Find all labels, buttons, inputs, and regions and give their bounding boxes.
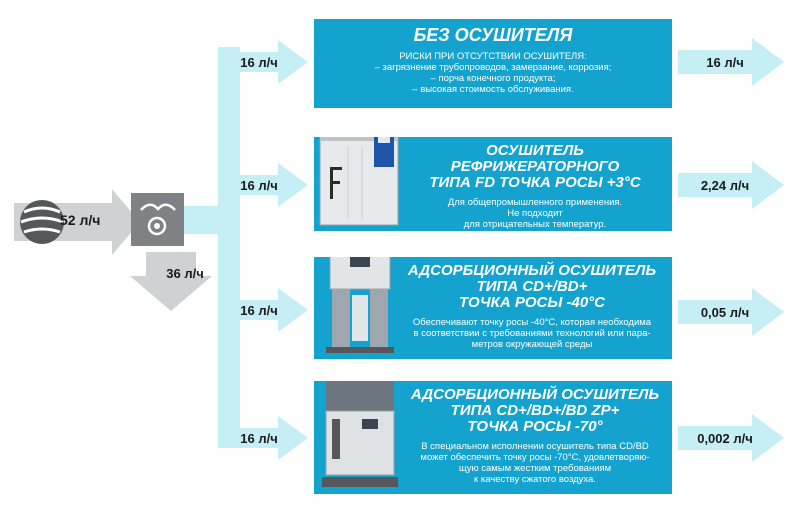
drain-flow-label: 36 л/ч bbox=[166, 266, 204, 281]
option-desc-line: – порча конечного продукта; bbox=[430, 73, 556, 84]
adsorption-dryer-zp-image bbox=[322, 381, 398, 487]
distribution-bus bbox=[218, 47, 240, 448]
result-flow-label-3: 0,05 л/ч bbox=[700, 305, 750, 320]
adsorption-dryer-image bbox=[326, 257, 394, 353]
result-flow-label-1: 16 л/ч bbox=[706, 55, 744, 70]
branch-arrow-4 bbox=[218, 416, 308, 460]
option-title-line: ТОЧКА РОСЫ -40°C bbox=[458, 294, 606, 311]
branch-arrow-2 bbox=[218, 163, 308, 207]
output-arrow-2 bbox=[678, 161, 784, 209]
option-desc-line: – загрязнение трубопроводов, замерзание,… bbox=[374, 62, 612, 73]
output-arrow-4 bbox=[678, 414, 784, 462]
branch-flow-label-4: 16 л/ч bbox=[240, 431, 278, 446]
option-desc-line: РИСКИ ПРИ ОТСУТСТВИИ ОСУШИТЕЛЯ: bbox=[399, 51, 587, 62]
option-title-line: ТИПА FD ТОЧКА РОСЫ +3°C bbox=[429, 174, 641, 191]
option-desc-line: Не подходит bbox=[507, 208, 563, 219]
branch-arrow-1 bbox=[218, 40, 308, 84]
option-desc-line: В специальном исполнении осушитель типа … bbox=[421, 441, 649, 452]
option-desc-line: для отрицательных температур. bbox=[463, 219, 607, 230]
branch-flow-label-3: 16 л/ч bbox=[240, 303, 278, 318]
compressor-fan-icon bbox=[20, 200, 64, 244]
result-flow-label-2: 2,24 л/ч bbox=[700, 178, 750, 193]
option-desc-line: Обеспечивают точку росы -40°C, которая н… bbox=[412, 317, 652, 328]
option-desc-line: Для общепромышленного применения. bbox=[447, 197, 623, 208]
option-title-line: БЕЗ ОСУШИТЕЛЯ bbox=[413, 25, 573, 45]
option-desc-line: в соответствии с требованиями технологий… bbox=[413, 328, 651, 339]
input-flow-label: 52 л/ч bbox=[60, 212, 101, 228]
separator-icon bbox=[131, 193, 184, 246]
branch-arrow-3 bbox=[218, 288, 308, 332]
output-arrow-1 bbox=[678, 38, 784, 86]
option-panel-refrigerated-dryer: ОСУШИТЕЛЬ РЕФРИЖЕРАТОРНОГО ТИПА FD ТОЧКА… bbox=[314, 137, 672, 231]
option-title-line: ТИПА CD+/BD+/BD ZP+ bbox=[450, 402, 620, 419]
option-desc-line: может обеспечить точку росы -70°C, удовл… bbox=[420, 452, 650, 463]
refrigerated-dryer-image bbox=[319, 137, 399, 226]
option-panel-adsorption-dryer-40: АДСОРБЦИОННЫЙ ОСУШИТЕЛЬ ТИПА CD+/BD+ ТОЧ… bbox=[314, 257, 672, 359]
option-title-line: ТИПА CD+/BD+ bbox=[476, 278, 588, 295]
option-desc-line: метров окружающей среды bbox=[471, 339, 593, 350]
option-title-line: ОСУШИТЕЛЬ РЕФРИЖЕРАТОРНОГО bbox=[450, 142, 620, 175]
option-title-line: ТОЧКА РОСЫ -70° bbox=[467, 418, 603, 435]
option-desc-line: к качеству сжатого воздуха. bbox=[474, 474, 596, 485]
option-panel-no-dryer: БЕЗ ОСУШИТЕЛЯ РИСКИ ПРИ ОТСУТСТВИИ ОСУШИ… bbox=[314, 19, 672, 108]
option-title-line: АДСОРБЦИОННЫЙ ОСУШИТЕЛЬ bbox=[410, 386, 660, 403]
branch-flow-label-1: 16 л/ч bbox=[240, 55, 278, 70]
drain-arrow bbox=[130, 252, 212, 311]
result-flow-label-4: 0,002 л/ч bbox=[697, 431, 753, 446]
option-desc-line: щую самым жестким требованиям bbox=[458, 463, 612, 474]
option-title-line: АДСОРБЦИОННЫЙ ОСУШИТЕЛЬ bbox=[407, 262, 657, 279]
output-arrow-3 bbox=[678, 288, 784, 336]
option-panel-adsorption-dryer-70: АДСОРБЦИОННЫЙ ОСУШИТЕЛЬ ТИПА CD+/BD+/BD … bbox=[314, 381, 672, 494]
branch-flow-label-2: 16 л/ч bbox=[240, 178, 278, 193]
option-desc-line: – высокая стоимость обслуживания. bbox=[412, 84, 574, 95]
